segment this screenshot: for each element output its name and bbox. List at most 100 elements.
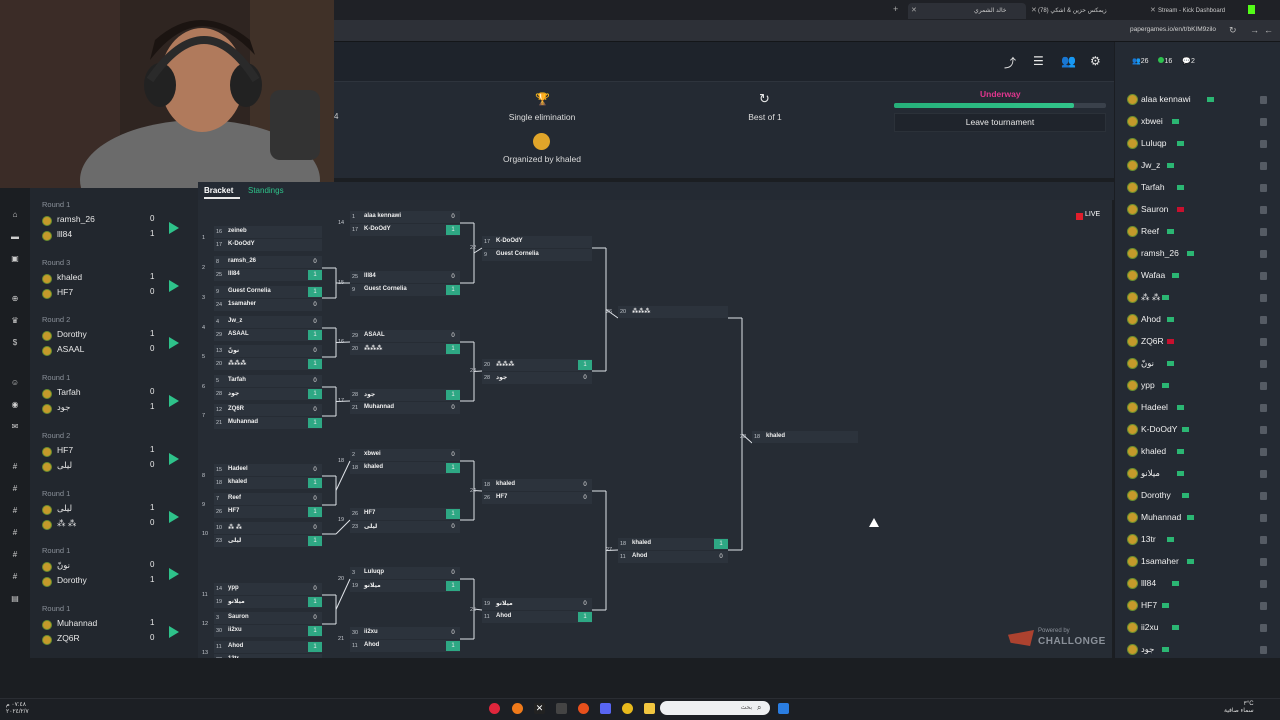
participant-name[interactable]: Muhannad <box>1141 512 1182 522</box>
close-icon[interactable]: ✕ <box>911 7 917 14</box>
bracket-slot[interactable]: 20⁂⁂⁂ <box>618 306 728 318</box>
forward-icon[interactable]: ← <box>1264 25 1273 35</box>
participant-name[interactable]: جود <box>1141 644 1155 654</box>
participant-name[interactable]: ⁂ ⁂ <box>1141 292 1161 302</box>
trash-icon[interactable] <box>1260 228 1267 236</box>
app-icon[interactable] <box>489 703 500 714</box>
trophy-nav-icon[interactable]: ♛ <box>11 316 19 325</box>
app-icon[interactable] <box>578 703 589 714</box>
leave-tournament-button[interactable]: Leave tournament <box>894 113 1106 132</box>
trash-icon[interactable] <box>1260 470 1267 478</box>
participant-name[interactable]: Jw_z <box>1141 160 1161 170</box>
play-match-button[interactable] <box>169 510 179 523</box>
users-icon[interactable]: 👥 <box>1061 54 1076 68</box>
play-match-button[interactable] <box>169 452 179 465</box>
gamepad-icon[interactable]: ◉ <box>11 400 19 409</box>
trash-icon[interactable] <box>1260 602 1267 610</box>
taskbar-search[interactable]: بحث <box>660 701 770 715</box>
participant-name[interactable]: Reef <box>1141 226 1159 236</box>
mail-icon[interactable]: ✉ <box>11 422 19 431</box>
participant-name[interactable]: ZQ6R <box>1141 336 1164 346</box>
trash-icon[interactable] <box>1260 140 1267 148</box>
bracket-slot[interactable]: 20⁂⁂⁂1 <box>350 343 460 355</box>
participant-name[interactable]: 1samaher <box>1141 556 1179 566</box>
participant-name[interactable]: ypp <box>1141 380 1155 390</box>
trash-icon[interactable] <box>1260 118 1267 126</box>
play-match-button[interactable] <box>169 625 179 638</box>
hash-icon[interactable]: # <box>12 528 18 537</box>
trash-icon[interactable] <box>1260 404 1267 412</box>
trash-icon[interactable] <box>1260 624 1267 632</box>
participant-name[interactable]: Ahod <box>1141 314 1161 324</box>
participant-name[interactable]: ramsh_26 <box>1141 248 1179 258</box>
participant-name[interactable]: 13tr <box>1141 534 1156 544</box>
participant-name[interactable]: Wafaa <box>1141 270 1166 280</box>
participant-name[interactable]: K-DoOdY <box>1141 424 1178 434</box>
participant-name[interactable]: Hadeel <box>1141 402 1168 412</box>
play-match-button[interactable] <box>169 337 179 350</box>
bracket-slot[interactable]: 20⁂⁂⁂1 <box>482 359 592 371</box>
dollar-icon[interactable]: $ <box>12 338 18 347</box>
cart-icon[interactable]: ▬ <box>11 232 19 241</box>
trash-icon[interactable] <box>1260 338 1267 346</box>
participant-name[interactable]: xbwei <box>1141 116 1163 126</box>
plus-icon[interactable]: ⊕ <box>11 294 19 303</box>
trash-icon[interactable] <box>1260 96 1267 104</box>
play-match-button[interactable] <box>169 395 179 408</box>
play-match-button[interactable] <box>169 279 179 292</box>
url-text[interactable]: papergames.io/en/t/bKIM9zilo <box>1130 26 1216 33</box>
participant-name[interactable]: ii2xu <box>1141 622 1159 632</box>
trash-icon[interactable] <box>1260 646 1267 654</box>
hash-icon[interactable]: # <box>12 506 18 515</box>
trash-icon[interactable] <box>1260 360 1267 368</box>
hash-icon[interactable]: # <box>12 572 18 581</box>
trash-icon[interactable] <box>1260 162 1267 170</box>
hash-icon[interactable]: # <box>12 550 18 559</box>
trash-icon[interactable] <box>1260 272 1267 280</box>
book-icon[interactable]: ▤ <box>11 594 19 603</box>
x-icon[interactable]: ✕ <box>534 703 545 714</box>
trash-icon[interactable] <box>1260 206 1267 214</box>
participant-name[interactable]: lll84 <box>1141 578 1157 588</box>
trash-icon[interactable] <box>1260 316 1267 324</box>
firefox-icon[interactable] <box>512 703 523 714</box>
tab-active[interactable]: خالد الشمري <box>908 3 1026 19</box>
trash-icon[interactable] <box>1260 492 1267 500</box>
share-icon[interactable]: ⤴ <box>1004 56 1017 70</box>
list-icon[interactable]: ☰ <box>1033 54 1044 68</box>
trash-icon[interactable] <box>1260 426 1267 434</box>
